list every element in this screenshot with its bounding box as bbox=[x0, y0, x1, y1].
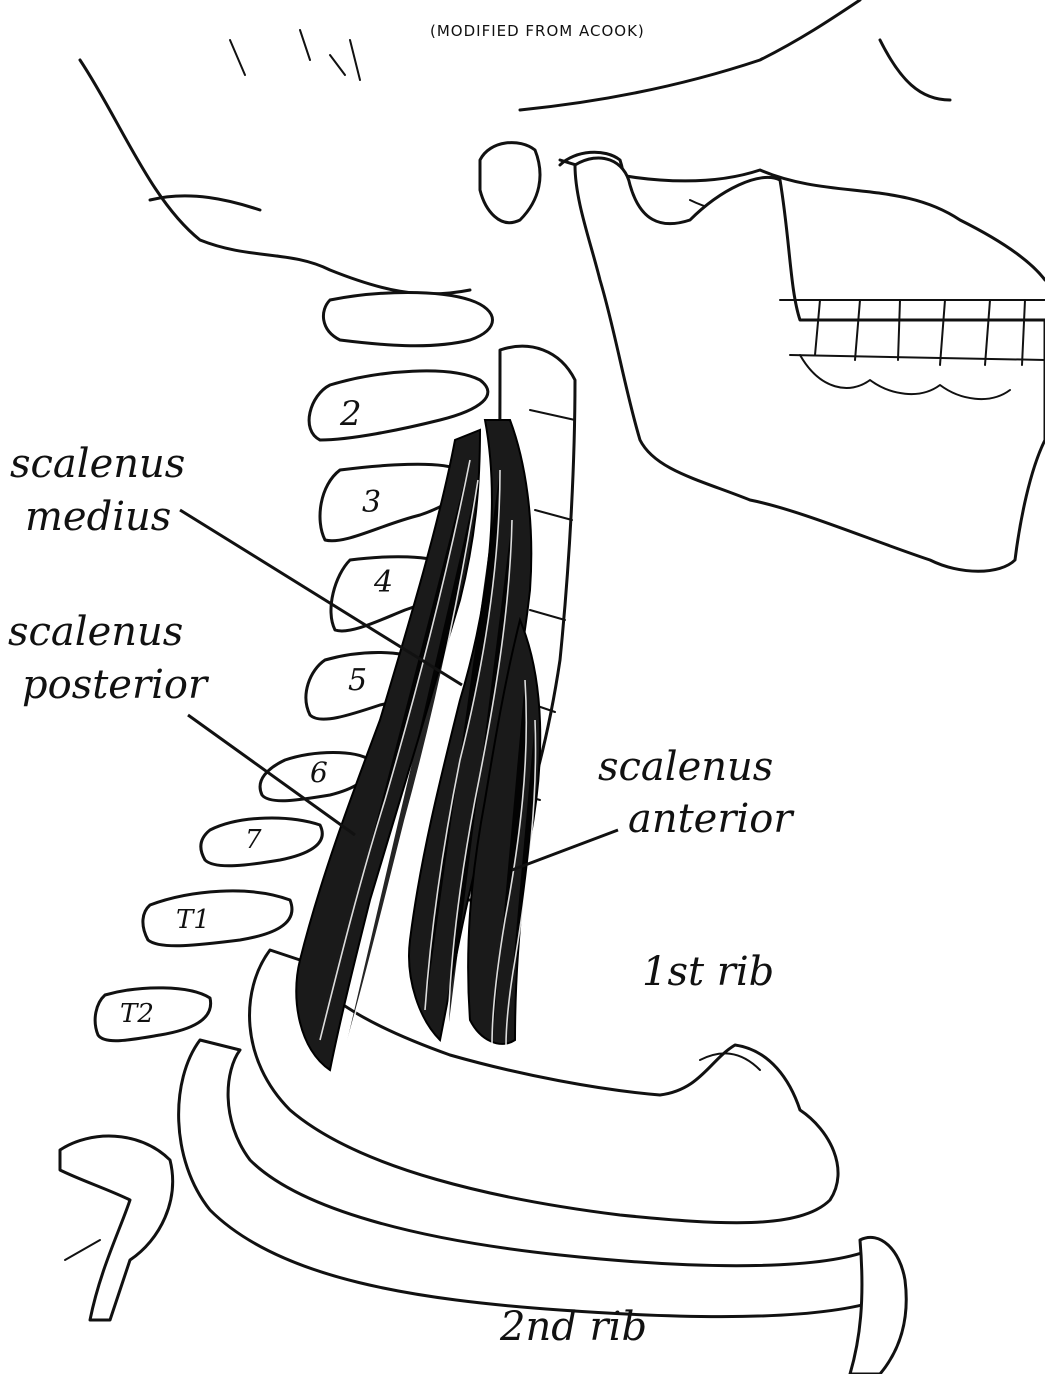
credit-text: (MODIFIED FROM ACOOK) bbox=[430, 22, 645, 40]
first-rib-label: 1st rib bbox=[642, 949, 774, 995]
mandible bbox=[575, 158, 1045, 571]
vertebra-label-c3: 3 bbox=[362, 485, 381, 520]
vertebra-label-c4: 4 bbox=[373, 565, 393, 600]
scalenus-medius-line1: scalenus bbox=[10, 441, 185, 487]
third-rib bbox=[60, 1136, 173, 1320]
scalenus-anterior-line2: anterior bbox=[628, 796, 795, 842]
vertebra-label-c2: 2 bbox=[339, 394, 362, 434]
occipital-process bbox=[323, 293, 492, 346]
second-rib-label: 2nd rib bbox=[499, 1304, 647, 1350]
scalenus-medius-line2: medius bbox=[25, 494, 171, 540]
vertebra-c7 bbox=[201, 818, 322, 866]
label-scalenus-posterior: scalenus posterior bbox=[8, 609, 355, 835]
label-scalenus-anterior: scalenus anterior bbox=[512, 744, 795, 870]
scalenus-anterior-line1: scalenus bbox=[598, 744, 773, 790]
scalenus-posterior-line2: posterior bbox=[22, 662, 210, 708]
vertebra-label-t2: T2 bbox=[120, 999, 154, 1029]
vertebra-label-t1: T1 bbox=[176, 905, 210, 935]
scalenus-posterior-line1: scalenus bbox=[8, 609, 183, 655]
vertebra-label-c7: 7 bbox=[245, 825, 262, 855]
vertebra-label-c5: 5 bbox=[348, 663, 367, 698]
skull bbox=[80, 0, 1045, 294]
vertebra-label-c6: 6 bbox=[310, 756, 328, 789]
vertebra-c2 bbox=[309, 371, 488, 440]
vertebra-t1 bbox=[143, 891, 292, 946]
